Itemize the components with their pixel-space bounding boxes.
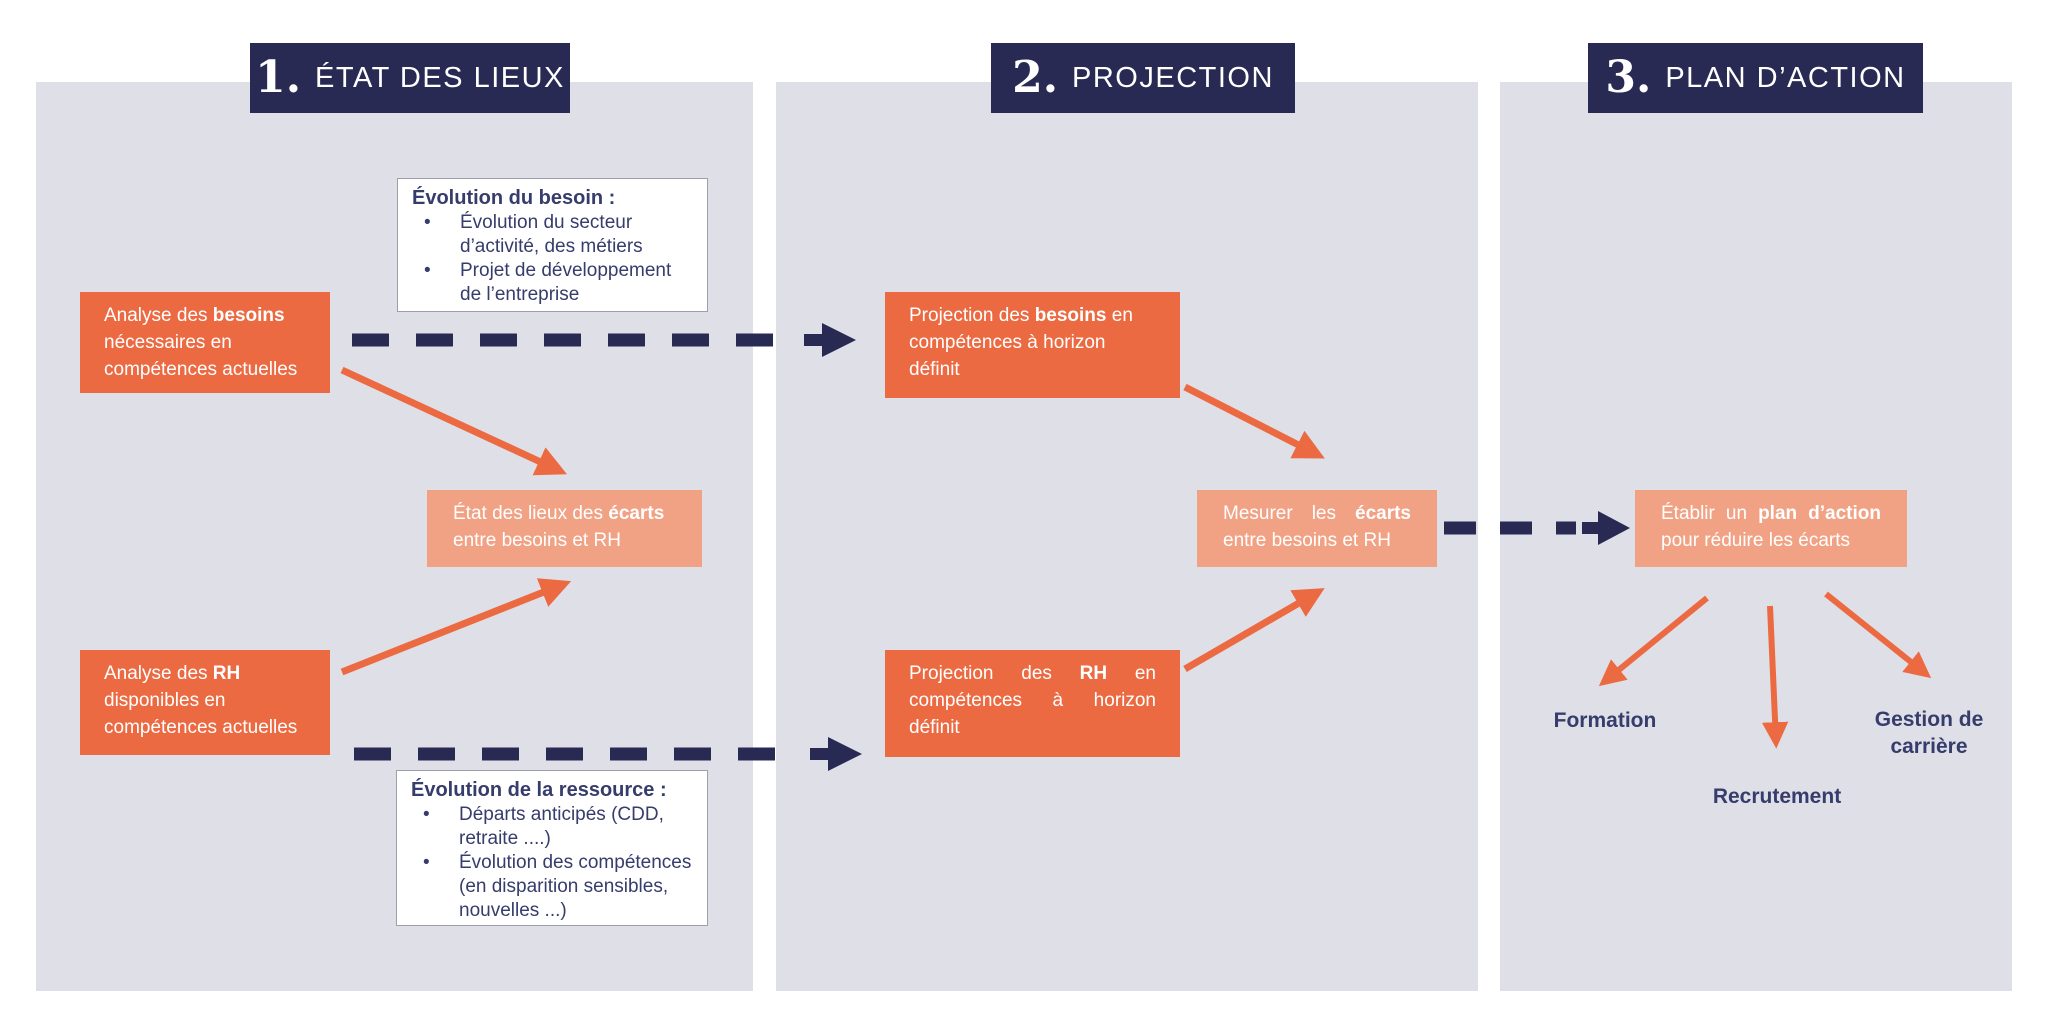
dashed-arrow-ecarts-head — [1582, 511, 1630, 545]
dashed-arrow-besoins-head — [804, 323, 856, 357]
label-recrutement: Recrutement — [1712, 785, 1842, 808]
text-bold: écarts — [1355, 503, 1411, 524]
text-bold: plan d’action — [1758, 503, 1881, 524]
step-badge-2: 2. PROJECTION — [991, 43, 1295, 113]
note-bullets: •Départs anticipés (CDD, retraite ....) … — [411, 803, 693, 923]
bullet-text: Départs anticipés (CDD, retraite ....) — [459, 804, 664, 850]
text-bold: RH — [212, 663, 241, 684]
text: pour réduire les écarts — [1661, 529, 1851, 551]
text: Analyse des — [104, 663, 213, 684]
step-badge-3: 3. PLAN D’ACTION — [1588, 43, 1923, 113]
box-analyse-besoins: Analyse des besoins nécessaires en compé… — [80, 292, 330, 393]
text: Projection des — [909, 663, 1080, 684]
text: État des lieux des — [453, 503, 609, 524]
bullet-icon: • — [424, 260, 431, 282]
bullet-item: • Projet de développement de l’entreprise — [412, 259, 693, 307]
text: en compétences à horizon définit — [909, 305, 1133, 380]
arrow-besoins-to-ecarts — [340, 366, 567, 476]
text-bold: besoins — [212, 305, 285, 326]
bullet-text: Évolution du secteur d’activité, des mét… — [460, 212, 643, 258]
arrow-plan-to-gestion — [1824, 591, 1932, 679]
text-bold: besoins — [1034, 305, 1107, 326]
bullet-item: • Évolution du secteur d’activité, des mé… — [412, 211, 693, 259]
bullet-item: • Départs anticipés (CDD, retraite ....) — [411, 803, 693, 851]
label-gestion-carriere: Gestion de carrière — [1874, 708, 1984, 759]
box-etat-ecarts: État des lieux des écarts entre besoins … — [427, 490, 702, 567]
text: Établir un — [1661, 503, 1759, 524]
step-label: ÉTAT DES LIEUX — [315, 61, 565, 94]
note-title: Évolution de la ressource : — [411, 779, 667, 801]
text: Projection des — [909, 305, 1035, 326]
text: en compétences à horizon définit — [909, 663, 1156, 738]
bullet-icon: • — [423, 852, 430, 874]
text: nécessaires en compétences actuelles — [104, 331, 298, 380]
bullet-icon: • — [424, 212, 431, 234]
step-number: 1. — [255, 52, 302, 103]
arrow-plan-to-recrutement — [1761, 605, 1789, 749]
box-analyse-rh: Analyse des RH disponibles en compétence… — [80, 650, 330, 755]
arrow-rh-to-ecarts — [340, 578, 572, 676]
box-projection-besoins: Projection des besoins en compétences à … — [885, 292, 1180, 398]
step-number: 2. — [1012, 52, 1059, 103]
text-bold: écarts — [608, 503, 665, 524]
box-mesurer-ecarts: Mesurer les écarts entre besoins et RH — [1197, 490, 1437, 567]
bullet-text: Évolution des compétences (en disparitio… — [459, 852, 692, 922]
step-label: PLAN D’ACTION — [1665, 61, 1906, 94]
step-badge-1: 1. ÉTAT DES LIEUX — [250, 43, 570, 113]
note-bullets: • Évolution du secteur d’activité, des mé… — [412, 211, 693, 307]
arrow-plan-to-formation — [1598, 595, 1709, 687]
text: disponibles en compétences actuelles — [104, 689, 298, 738]
box-evolution-ressource: Évolution de la ressource : • Départs ant… — [396, 770, 708, 926]
box-evolution-besoin: Évolution du besoin : • Évolution du sect… — [397, 178, 708, 312]
box-plan-daction: Établir un plan d’action pour réduire le… — [1635, 490, 1907, 567]
text: Analyse des — [104, 305, 213, 326]
label-formation: Formation — [1553, 709, 1657, 732]
step-label: PROJECTION — [1072, 61, 1274, 94]
arrow-projbesoins-to-mesurer — [1183, 383, 1325, 459]
text: entre besoins et RH — [1223, 529, 1391, 551]
text: Mesurer les — [1223, 503, 1355, 524]
step-number: 3. — [1605, 52, 1652, 103]
text-bold: RH — [1079, 663, 1108, 684]
bullet-text: Projet de développement de l’entreprise — [460, 260, 672, 306]
bullet-item: • Évolution des compétences (en dispariti… — [411, 851, 693, 923]
note-title: Évolution du besoin : — [412, 187, 616, 209]
dashed-arrow-rh-head — [810, 737, 862, 771]
arrow-projrh-to-mesurer — [1183, 588, 1325, 673]
bullet-icon: • — [423, 804, 430, 826]
box-projection-rh: Projection des RH en compétences à horiz… — [885, 650, 1180, 757]
text: entre besoins et RH — [453, 529, 621, 551]
